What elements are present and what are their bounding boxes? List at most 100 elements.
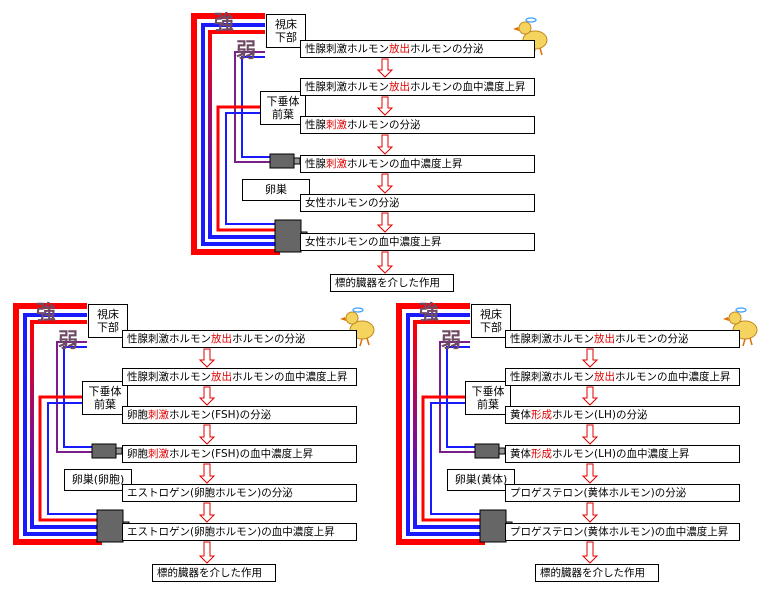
hypothalamus-label: 視床	[480, 308, 502, 321]
chick-icon	[525, 17, 537, 23]
arrow-down-icon	[376, 134, 394, 155]
step-text: 性腺刺激ホルモン	[510, 371, 594, 383]
ovary-label: 卵巣(卵胞)	[71, 473, 125, 486]
chick-icon	[742, 337, 753, 347]
step-text: エストロゲン(卵胞ホルモン)の血中濃度上昇	[127, 526, 335, 538]
chick-icon	[345, 311, 359, 325]
hypothalamus-label: 視床	[275, 18, 297, 31]
step-box: 性腺刺激ホルモン放出ホルモンの血中濃度上昇	[505, 368, 740, 386]
ovary-box: 卵巣(卵胞)	[64, 469, 132, 491]
loop-outer-gradient	[30, 320, 102, 529]
loop-outer-blue	[406, 313, 485, 536]
final-text: 標的臓器を介した作用	[540, 567, 645, 579]
hypothalamus-box: 視床下部	[471, 304, 511, 338]
loop-pituitary-blue	[225, 112, 280, 225]
arrow-down-icon	[376, 96, 394, 116]
final-text: 標的臓器を介した作用	[335, 277, 440, 289]
step-text: ホルモンの分泌	[615, 333, 689, 345]
arrow-down-icon	[581, 386, 599, 406]
step-box: 黄体形成ホルモン(LH)の分泌	[505, 406, 740, 424]
arrow-down-icon	[198, 386, 216, 406]
label-strong: 強	[419, 302, 439, 322]
arrow-down-icon	[581, 424, 599, 445]
pituitary-box: 下垂体前葉	[82, 381, 128, 415]
step-text: ホルモンの血中濃度上昇	[232, 371, 348, 383]
loop-outer-blue	[201, 23, 280, 246]
label-strong: 強	[36, 302, 56, 322]
step-text: ホルモンの分泌	[232, 333, 306, 345]
step-highlight: 放出	[594, 371, 615, 383]
chick-icon	[723, 317, 729, 321]
step-text: 卵胞	[127, 409, 148, 421]
step-text: 卵胞	[127, 448, 148, 460]
arrow-down-icon	[198, 424, 216, 445]
label-strong-text: 強	[214, 10, 234, 34]
receptor-icon	[91, 443, 117, 459]
step-text: プロゲステロン(黄体ホルモン)の分泌	[510, 487, 687, 499]
step-box: プロゲステロン(黄体ホルモン)の血中濃度上昇	[505, 523, 740, 541]
receptor-icon	[274, 219, 302, 253]
loop-pituitary-red	[38, 395, 102, 522]
step-box: エストロゲン(卵胞ホルモン)の血中濃度上昇	[122, 523, 357, 541]
arrow-down-icon	[581, 463, 599, 484]
pituitary-box: 下垂体前葉	[260, 91, 306, 125]
loop-outer-red	[396, 303, 485, 545]
arrow-down-icon	[581, 348, 599, 368]
chick-icon	[340, 317, 346, 321]
chick-icon	[359, 337, 370, 347]
hypothalamus-box: 視床下部	[266, 14, 306, 48]
pituitary-label: 前葉	[477, 398, 499, 411]
pituitary-label: 下垂体	[471, 385, 505, 398]
loop-outer-red	[13, 303, 102, 545]
arrow-down-icon	[376, 58, 394, 78]
final-box: 標的臓器を介した作用	[535, 564, 659, 582]
step-highlight: 刺激	[326, 119, 347, 131]
step-box: 性腺刺激ホルモン放出ホルモンの分泌	[122, 330, 357, 348]
arrow-down-icon	[581, 502, 599, 523]
label-weak-text: 弱	[58, 328, 78, 352]
step-box: 性腺刺激ホルモンの分泌	[300, 116, 535, 134]
step-box: 性腺刺激ホルモン放出ホルモンの血中濃度上昇	[122, 368, 357, 386]
step-box: 性腺刺激ホルモン放出ホルモンの分泌	[300, 40, 535, 58]
step-text: 性腺刺激ホルモン	[305, 43, 389, 55]
arrow-down-icon	[376, 251, 394, 274]
step-highlight: 放出	[211, 333, 232, 345]
step-text: プロゲステロン(黄体ホルモン)の血中濃度上昇	[510, 526, 729, 538]
step-text: 性腺	[305, 119, 326, 131]
final-text: 標的臓器を介した作用	[157, 567, 262, 579]
step-text: ホルモンの血中濃度上昇	[410, 81, 526, 93]
step-box: プロゲステロン(黄体ホルモン)の分泌	[505, 484, 740, 502]
step-box: 女性ホルモンの血中濃度上昇	[300, 233, 535, 251]
ovary-box: 卵巣	[242, 179, 310, 201]
step-text: ホルモンの分泌	[347, 119, 421, 131]
loop-pituitary-red	[216, 105, 280, 232]
hypothalamus-label: 下部	[275, 31, 297, 44]
step-text: 性腺刺激ホルモン	[127, 333, 211, 345]
loop-pituitary-red	[421, 395, 485, 522]
ovary-label: 卵巣	[265, 183, 287, 196]
step-text: ホルモン(LH)の分泌	[552, 409, 648, 421]
label-weak: 弱	[441, 330, 461, 350]
loop-outer-gradient	[413, 320, 485, 529]
pituitary-label: 下垂体	[88, 385, 122, 398]
step-text: 性腺	[305, 158, 326, 170]
step-text: 黄体	[510, 409, 531, 421]
step-highlight: 放出	[389, 81, 410, 93]
hypothalamus-label: 下部	[480, 321, 502, 334]
step-box: 女性ホルモンの分泌	[300, 194, 535, 212]
chick-icon	[518, 21, 532, 35]
step-highlight: 刺激	[326, 158, 347, 170]
step-box: 性腺刺激ホルモン放出ホルモンの血中濃度上昇	[300, 78, 535, 96]
step-highlight: 形成	[531, 409, 552, 421]
step-text: 女性ホルモンの血中濃度上昇	[305, 236, 442, 248]
step-text: エストロゲン(卵胞ホルモン)の分泌	[127, 487, 293, 499]
step-text: 性腺刺激ホルモン	[127, 371, 211, 383]
hypothalamus-box: 視床下部	[88, 304, 128, 338]
arrow-down-icon	[581, 541, 599, 564]
final-box: 標的臓器を介した作用	[330, 274, 454, 292]
chick-icon	[352, 307, 364, 313]
step-text: ホルモンの血中濃度上昇	[347, 158, 463, 170]
loop-outer-gradient	[208, 30, 280, 239]
pituitary-label: 前葉	[94, 398, 116, 411]
step-highlight: 刺激	[148, 409, 169, 421]
